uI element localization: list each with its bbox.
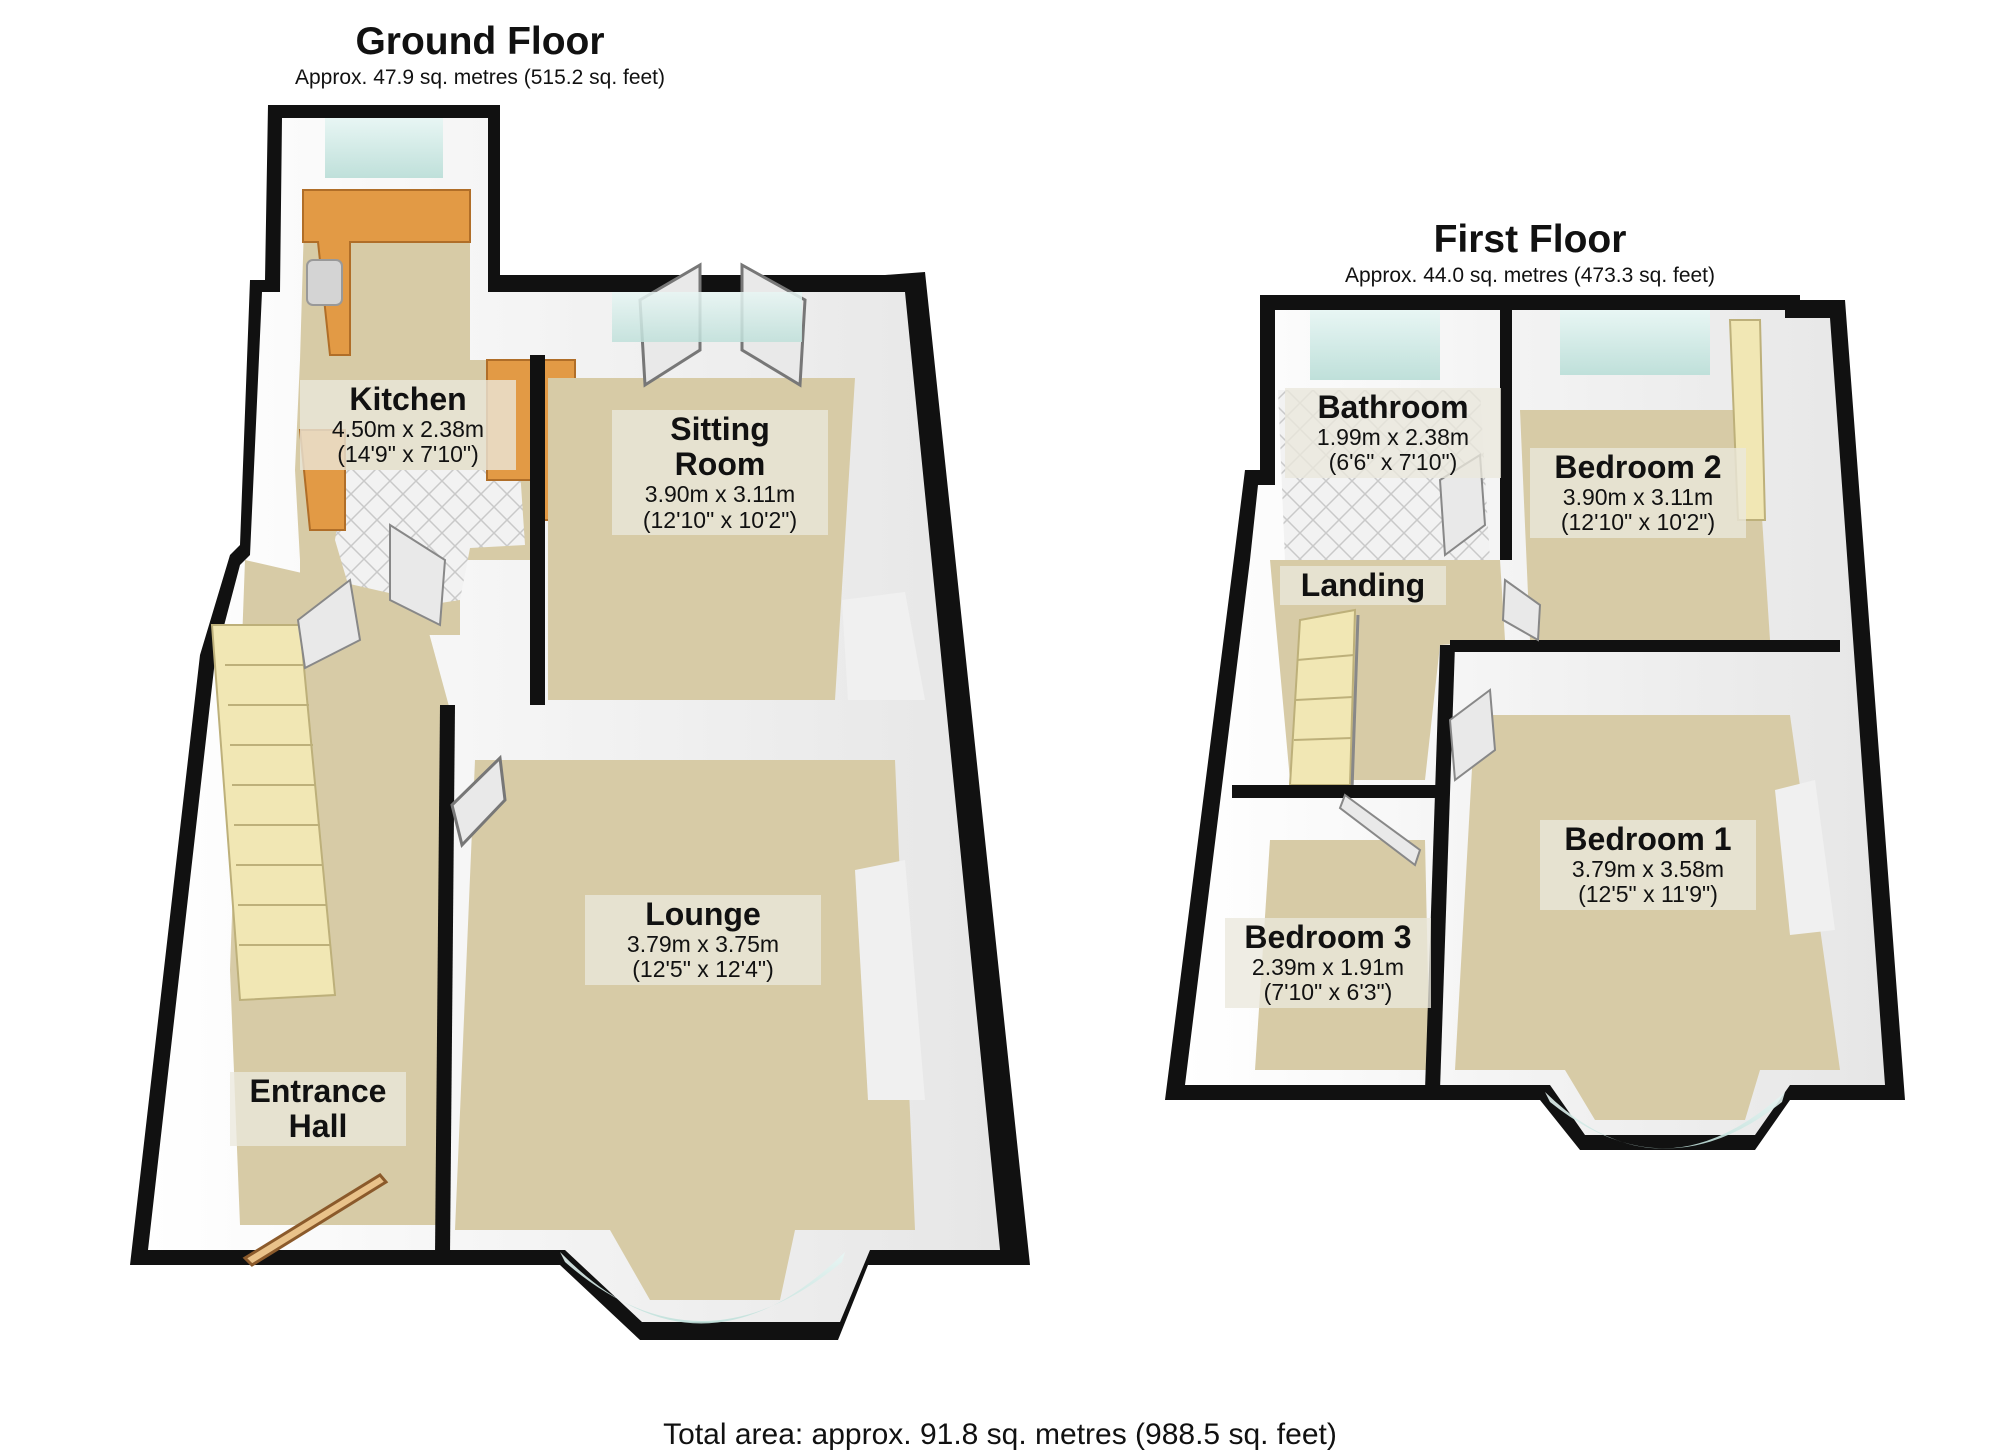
bedroom-1-label: Bedroom 1 3.79m x 3.58m (12'5" x 11'9"): [1540, 820, 1756, 910]
ground-floor-stairs: [210, 624, 337, 1002]
ground-floor-plan: [130, 105, 1030, 1340]
lounge-floor: [455, 760, 915, 1300]
sitting-room-window: [612, 292, 802, 342]
kitchen-sink: [306, 259, 343, 306]
bedroom3-landing-wall: [1232, 785, 1440, 798]
bedroom-1-door: [1448, 688, 1497, 782]
bathroom-window: [1310, 310, 1440, 380]
room-dimension-imperial: (12'10" x 10'2"): [642, 506, 798, 533]
room-dimension-metric: 3.90m x 3.11m: [1562, 484, 1714, 511]
room-dimension-metric: 1.99m x 2.38m: [1316, 424, 1470, 451]
hall-cupboard-door: [296, 578, 362, 670]
bedroom-2-window: [1560, 310, 1710, 375]
entrance-hall-label: Entrance Hall: [230, 1072, 406, 1147]
landing-bedroom1-wall: [1425, 645, 1455, 1090]
front-door: [242, 1173, 389, 1267]
total-area: Total area: approx. 91.8 sq. metres (988…: [663, 1418, 1337, 1451]
lounge-bay-window: [560, 1252, 845, 1324]
room-dimension-imperial: (6'6" x 7'10"): [1328, 449, 1458, 476]
room-dimension-imperial: (12'5" x 11'9"): [1578, 881, 1718, 908]
room-name: Sitting: [670, 411, 770, 447]
room-name: Lounge: [645, 896, 761, 932]
hall-lounge-wall: [435, 705, 455, 1255]
ground-floor-area: Approx. 47.9 sq. metres (515.2 sq. feet): [294, 66, 666, 89]
bedroom-3-label: Bedroom 3 2.39m x 1.91m (7'10" x 6'3"): [1225, 918, 1431, 1008]
kitchen-worktop: [302, 189, 471, 356]
room-name: Bedroom 2: [1554, 449, 1722, 485]
bedroom-1-floor: [1455, 715, 1840, 1120]
room-name: Landing: [1300, 567, 1426, 603]
bedroom2-bedroom1-wall: [1450, 640, 1840, 652]
bedroom-1-bay-window: [1545, 1092, 1785, 1149]
bedroom-1-chimney: [1775, 780, 1835, 935]
landing-label: Landing: [1280, 566, 1446, 606]
ground-floor-title: Ground Floor: [355, 20, 605, 63]
room-dimension-metric: 3.90m x 3.11m: [644, 481, 796, 508]
room-dimension-metric: 3.79m x 3.75m: [626, 931, 780, 958]
room-dimension-imperial: (12'10" x 10'2"): [1560, 509, 1716, 536]
first-floor-plan: [1165, 295, 1905, 1150]
room-name: Bedroom 3: [1244, 919, 1412, 955]
kitchen-tile-floor: [335, 470, 525, 625]
bathroom-landing-wall: [1500, 310, 1512, 560]
kitchen-door: [389, 523, 447, 627]
room-name: Bathroom: [1317, 389, 1469, 425]
bedroom-2-door: [1501, 578, 1542, 642]
bathroom-label: Bathroom 1.99m x 2.38m (6'6" x 7'10"): [1285, 388, 1501, 478]
bedroom-3-door: [1338, 793, 1422, 867]
lounge-door: [450, 754, 507, 849]
room-dimension-metric: 3.79m x 3.58m: [1571, 856, 1725, 883]
room-name: Bedroom 1: [1564, 821, 1732, 857]
first-floor-stairs: [1288, 608, 1360, 791]
first-floor-title: First Floor: [1433, 218, 1627, 261]
lounge-label: Lounge 3.79m x 3.75m (12'5" x 12'4"): [585, 895, 821, 985]
room-name: Hall: [288, 1108, 348, 1145]
kitchen-label: Kitchen 4.50m x 2.38m (14'9" x 7'10"): [300, 380, 516, 470]
room-dimension-metric: 2.39m x 1.91m: [1251, 954, 1405, 981]
room-dimension-metric: 4.50m x 2.38m: [331, 416, 485, 443]
sitting-room-chimney: [842, 592, 925, 700]
room-dimension-imperial: (14'9" x 7'10"): [337, 441, 479, 468]
first-floor-area: Approx. 44.0 sq. metres (473.3 sq. feet): [1344, 264, 1716, 287]
room-dimension-imperial: (7'10" x 6'3"): [1263, 979, 1393, 1006]
room-name: Entrance: [249, 1073, 387, 1109]
kitchen-sitting-wall: [530, 355, 545, 705]
sitting-room-label: Sitting Room 3.90m x 3.11m (12'10" x 10'…: [612, 410, 828, 535]
kitchen-window: [325, 118, 443, 178]
room-name: Kitchen: [349, 381, 467, 417]
room-dimension-imperial: (12'5" x 12'4"): [632, 956, 774, 983]
room-name: Room: [674, 446, 766, 483]
bedroom-2-label: Bedroom 2 3.90m x 3.11m (12'10" x 10'2"): [1530, 448, 1746, 538]
lounge-chimney: [855, 860, 925, 1100]
